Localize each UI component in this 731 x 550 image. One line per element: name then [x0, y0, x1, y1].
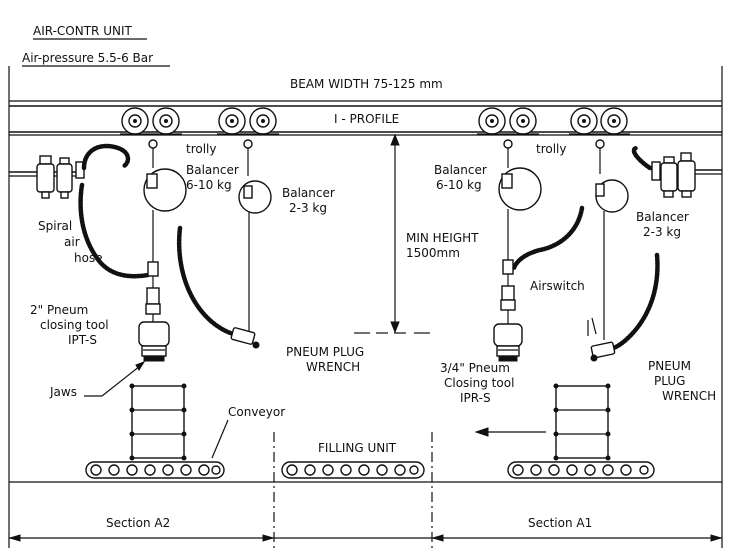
wrench-center-label-1: PNEUM PLUG — [286, 345, 364, 359]
conveyor-label: Conveyor — [228, 405, 285, 419]
balancer-left-small-capacity: 2-3 kg — [289, 201, 327, 215]
tool-right-label-2: Closing tool — [444, 376, 514, 390]
spiral-label-3: hose — [74, 251, 103, 265]
trolly-label-right: trolly — [536, 142, 567, 156]
balancer-left-large-capacity: 6-10 kg — [186, 178, 232, 192]
airswitch-label: Airswitch — [530, 279, 585, 293]
balancer-right-small-capacity: 2-3 kg — [643, 225, 681, 239]
beam-width-label: BEAM WIDTH 75-125 mm — [290, 77, 443, 91]
trolly-label-left: trolly — [186, 142, 217, 156]
spiral-hose-top-right — [631, 145, 653, 171]
tool-right-label-1: 3/4" Pneum — [440, 361, 510, 375]
closing-tool-left — [138, 261, 170, 362]
flow-direction-arrow — [474, 427, 546, 437]
plug-wrench-right — [587, 317, 616, 362]
conveyor-right — [507, 461, 655, 479]
spiral-air-hose-right — [511, 205, 585, 271]
jaws-label: Jaws — [49, 385, 77, 399]
section-dimension — [8, 534, 723, 542]
tool-left-label-1: 2" Pneum — [30, 303, 88, 317]
section-a2-label: Section A2 — [106, 516, 170, 530]
tool-right-label-3: IPR-S — [460, 391, 491, 405]
i-profile-label: I - PROFILE — [334, 112, 399, 126]
balancer-left-small-name: Balancer — [282, 186, 335, 200]
spiral-label-1: Spiral — [38, 219, 72, 233]
spiral-label-2: air — [64, 235, 80, 249]
spiral-hose-wrench-right — [601, 252, 660, 353]
balancer-small-left — [238, 148, 272, 334]
min-height-value: 1500mm — [406, 246, 460, 260]
wrench-right-label-3: WRENCH — [662, 389, 716, 403]
closing-tool-right — [493, 259, 523, 362]
trolley-3 — [477, 107, 539, 149]
min-height-dimension — [354, 133, 430, 334]
wrench-right-label-2: PLUG — [654, 374, 685, 388]
trolley-1 — [120, 107, 182, 149]
filling-unit-label: FILLING UNIT — [318, 441, 397, 455]
plug-wrench-left — [230, 327, 260, 349]
filter-regulator-left — [36, 155, 85, 199]
spiral-hose-top-left — [81, 143, 131, 171]
conveyor-leader — [211, 419, 229, 459]
air-control-title: AIR-CONTR UNIT — [33, 24, 133, 38]
balancer-right-large-name: Balancer — [434, 163, 487, 177]
section-a1-label: Section A1 — [528, 516, 592, 530]
spiral-air-hose-left — [78, 182, 151, 279]
tool-left-label-2: closing tool — [40, 318, 109, 332]
conveyor-left — [85, 461, 225, 479]
filter-regulator-right — [651, 152, 696, 198]
barrel-left — [129, 383, 187, 461]
balancer-right-small-name: Balancer — [636, 210, 689, 224]
balancer-large-right — [498, 148, 542, 260]
balancer-left-large-name: Balancer — [186, 163, 239, 177]
barrel-right — [553, 383, 611, 461]
trolley-4 — [569, 107, 630, 149]
balancer-right-large-capacity: 6-10 kg — [436, 178, 482, 192]
min-height-label: MIN HEIGHT — [406, 231, 479, 245]
jaws-leader: Jaws — [49, 361, 146, 399]
frame — [8, 66, 723, 548]
conveyor-center — [281, 461, 425, 479]
beam-width-dimension: BEAM WIDTH 75-125 mm — [9, 77, 722, 102]
wrench-right-label-1: PNEUM — [648, 359, 691, 373]
air-pressure-label: Air-pressure 5.5-6 Bar — [22, 51, 153, 65]
tool-left-label-3: IPT-S — [68, 333, 97, 347]
trolley-2 — [217, 107, 279, 149]
wrench-center-label-2: WRENCH — [306, 360, 360, 374]
spiral-hose-wrench-left — [176, 225, 249, 339]
balancer-large-left — [143, 148, 187, 262]
balancer-small-right — [595, 148, 629, 340]
